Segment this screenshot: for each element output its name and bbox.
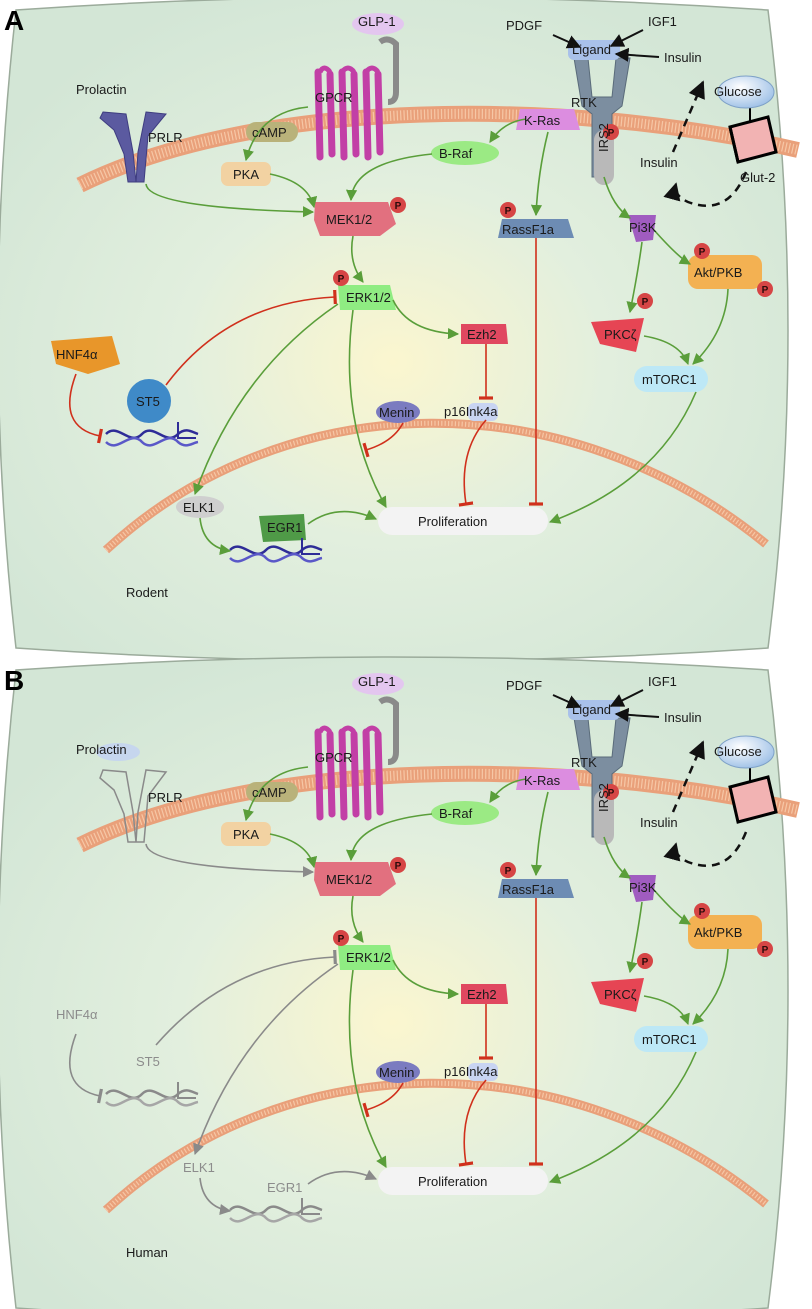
pka-label: PKA bbox=[233, 167, 259, 182]
gpcr-label: GPCR bbox=[315, 750, 353, 765]
svg-text:P: P bbox=[762, 285, 769, 296]
erk-label: ERK1/2 bbox=[346, 950, 391, 965]
svg-text:P: P bbox=[505, 866, 512, 877]
species-label: Rodent bbox=[126, 585, 168, 600]
svg-text:P: P bbox=[608, 788, 615, 799]
glut2-label: Glut-2 bbox=[740, 170, 775, 185]
prlr-label: PRLR bbox=[148, 790, 183, 805]
hnf4a-label: HNF4α bbox=[56, 1007, 98, 1022]
prlr-label: PRLR bbox=[148, 130, 183, 145]
kras-label: K-Ras bbox=[524, 773, 561, 788]
species-label: Human bbox=[126, 1245, 168, 1260]
panel-b-labels: GLP-1 PDGF IGF1 Ligand Insulin Prolactin… bbox=[56, 674, 762, 1260]
phospho-badges: P P P P P P P bbox=[333, 784, 773, 969]
kras-label: K-Ras bbox=[524, 113, 561, 128]
erk-label: ERK1/2 bbox=[346, 290, 391, 305]
pi3k-label: Pi3K bbox=[629, 220, 657, 235]
glp1-label: GLP-1 bbox=[358, 674, 396, 689]
svg-text:P: P bbox=[395, 861, 402, 872]
braf-label: B-Raf bbox=[439, 806, 473, 821]
mtorc1-label: mTORC1 bbox=[642, 372, 697, 387]
st5-label: ST5 bbox=[136, 1054, 160, 1069]
glp1-label: GLP-1 bbox=[358, 14, 396, 29]
egr1-label: EGR1 bbox=[267, 520, 302, 535]
rassf1a-label: RassF1a bbox=[502, 222, 555, 237]
pdgf-label: PDGF bbox=[506, 18, 542, 33]
ligand-label: Ligand bbox=[572, 42, 611, 57]
igf1-label: IGF1 bbox=[648, 674, 677, 689]
phospho-badges: P P P P P P P bbox=[333, 124, 773, 309]
st5-label: ST5 bbox=[136, 394, 160, 409]
ligand-label: Ligand bbox=[572, 702, 611, 717]
panel-a-labels: GLP-1 PDGF IGF1 Ligand Insulin Prolactin… bbox=[56, 14, 775, 600]
hnf4a-label: HNF4α bbox=[56, 347, 98, 362]
camp-label: cAMP bbox=[252, 785, 287, 800]
prolactin-label: Prolactin bbox=[76, 82, 127, 97]
igf1-label: IGF1 bbox=[648, 14, 677, 29]
insulin-secreted-label: Insulin bbox=[640, 815, 678, 830]
proliferation-label: Proliferation bbox=[418, 1174, 487, 1189]
rtk-label: RTK bbox=[571, 95, 597, 110]
irs2-label: IRS2 bbox=[596, 783, 611, 812]
mtorc1-label: mTORC1 bbox=[642, 1032, 697, 1047]
svg-text:P: P bbox=[699, 247, 706, 258]
insulin-label: Insulin bbox=[664, 50, 702, 65]
mek-label: MEK1/2 bbox=[326, 212, 372, 227]
glucose-label: Glucose bbox=[714, 744, 762, 759]
pkcz-label: PKCζ bbox=[604, 987, 637, 1002]
svg-text:P: P bbox=[699, 907, 706, 918]
egr1-label: EGR1 bbox=[267, 1180, 302, 1195]
p16-label: p16Ink4a bbox=[444, 1064, 498, 1079]
pka-label: PKA bbox=[233, 827, 259, 842]
svg-text:P: P bbox=[642, 957, 649, 968]
akt-label: Akt/PKB bbox=[694, 925, 742, 940]
elk1-label: ELK1 bbox=[183, 500, 215, 515]
elk1-label: ELK1 bbox=[183, 1160, 215, 1175]
gpcr-label: GPCR bbox=[315, 90, 353, 105]
glucose-label: Glucose bbox=[714, 84, 762, 99]
svg-text:P: P bbox=[338, 934, 345, 945]
pi3k-label: Pi3K bbox=[629, 880, 657, 895]
braf-label: B-Raf bbox=[439, 146, 473, 161]
menin-label: Menin bbox=[379, 1065, 414, 1080]
svg-text:P: P bbox=[505, 206, 512, 217]
ezh2-label: Ezh2 bbox=[467, 327, 497, 342]
p16-label: p16Ink4a bbox=[444, 404, 498, 419]
svg-text:P: P bbox=[608, 128, 615, 139]
panel-human: P P P P P P P B GLP-1 PDGF IGF1 Ligand I… bbox=[0, 657, 798, 1309]
pdgf-label: PDGF bbox=[506, 678, 542, 693]
svg-text:P: P bbox=[395, 201, 402, 212]
rassf1a-label: RassF1a bbox=[502, 882, 555, 897]
rtk-label: RTK bbox=[571, 755, 597, 770]
prolactin-label: Prolactin bbox=[76, 742, 127, 757]
akt-label: Akt/PKB bbox=[694, 265, 742, 280]
insulin-secreted-label: Insulin bbox=[640, 155, 678, 170]
mek-label: MEK1/2 bbox=[326, 872, 372, 887]
proliferation-label: Proliferation bbox=[418, 514, 487, 529]
svg-text:P: P bbox=[642, 297, 649, 308]
menin-label: Menin bbox=[379, 405, 414, 420]
irs2-label: IRS2 bbox=[596, 123, 611, 152]
svg-text:P: P bbox=[762, 945, 769, 956]
panel-rodent: P P P P P P P A GLP-1 PDGF IGF1 Ligand I… bbox=[0, 0, 798, 661]
ezh2-label: Ezh2 bbox=[467, 987, 497, 1002]
insulin-label: Insulin bbox=[664, 710, 702, 725]
camp-label: cAMP bbox=[252, 125, 287, 140]
panel-a-letter: A bbox=[4, 5, 24, 36]
pkcz-label: PKCζ bbox=[604, 327, 637, 342]
panel-b-letter: B bbox=[4, 665, 24, 696]
svg-text:P: P bbox=[338, 274, 345, 285]
